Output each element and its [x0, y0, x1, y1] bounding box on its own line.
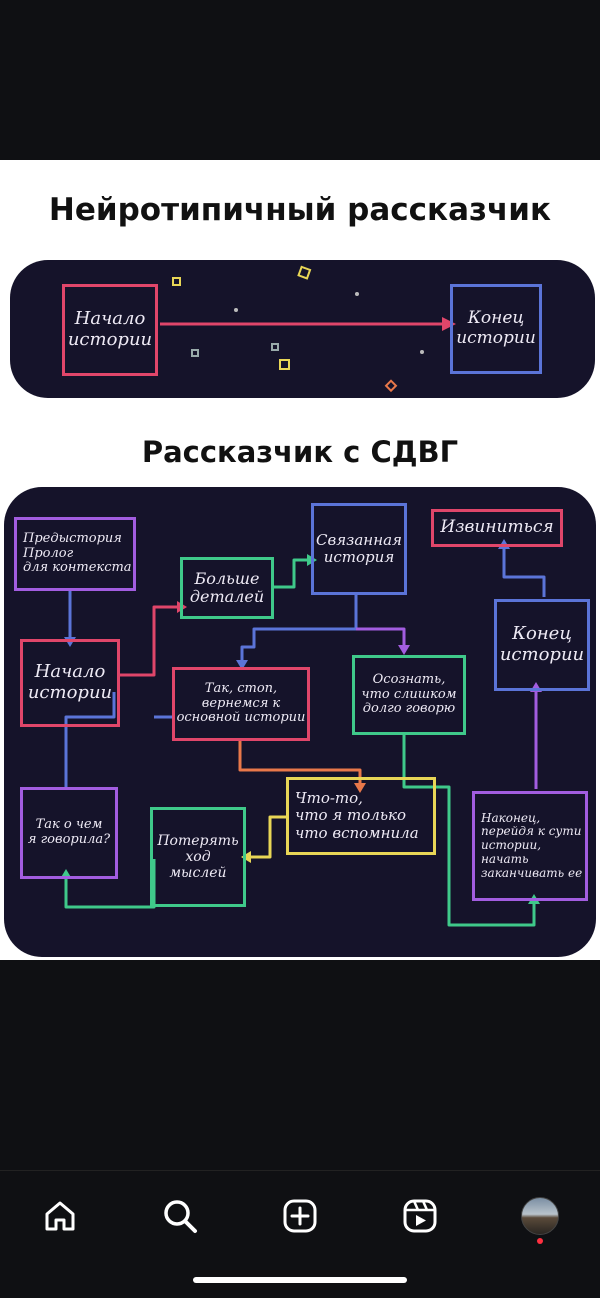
box-start: Начало истории — [62, 284, 158, 376]
post-image: Нейротипичный рассказчик Начало истории … — [0, 160, 600, 960]
box-what-was-i: Так о чем я говорила? — [20, 787, 118, 879]
diagram-neurotypical: Начало истории Конец истории — [10, 260, 595, 398]
title-adhd: Рассказчик с СДВГ — [141, 435, 459, 469]
diagram-adhd: Предыстория Пролог для контекста Начало … — [4, 487, 596, 957]
box-related-story: Связанная история — [311, 503, 407, 595]
nav-reels[interactable] — [395, 1191, 445, 1241]
box-start: Начало истории — [20, 639, 120, 727]
box-realize: Осознать, что слишком долго говорю — [352, 655, 466, 735]
nav-search[interactable] — [155, 1191, 205, 1241]
box-finally: Наконец, перейдя к сути истории, начать … — [472, 791, 588, 901]
bottom-nav — [0, 1170, 600, 1261]
title-neurotypical: Нейротипичный рассказчик — [48, 192, 552, 228]
neurotypical-connectors — [160, 265, 456, 393]
box-end: Конец истории — [450, 284, 542, 374]
nav-create[interactable] — [275, 1191, 325, 1241]
home-indicator — [193, 1277, 407, 1283]
notification-dot — [537, 1238, 543, 1244]
home-icon — [45, 1201, 75, 1231]
box-stop-return: Так, стоп, вернемся к основной истории — [172, 667, 310, 741]
reels-icon — [403, 1199, 437, 1233]
box-remembered: Что-то, что я только что вспомнила — [286, 777, 436, 855]
create-icon — [283, 1199, 317, 1233]
box-lose-thought: Потерять ход мыслей — [150, 807, 246, 907]
profile-avatar — [521, 1197, 559, 1235]
box-backstory: Предыстория Пролог для контекста — [14, 517, 136, 591]
box-apologize: Извиниться — [431, 509, 563, 547]
box-more-details: Больше деталей — [180, 557, 274, 619]
box-end: Конец истории — [494, 599, 590, 691]
nav-profile[interactable] — [515, 1191, 565, 1241]
nav-home[interactable] — [35, 1191, 85, 1241]
search-icon — [164, 1200, 197, 1233]
